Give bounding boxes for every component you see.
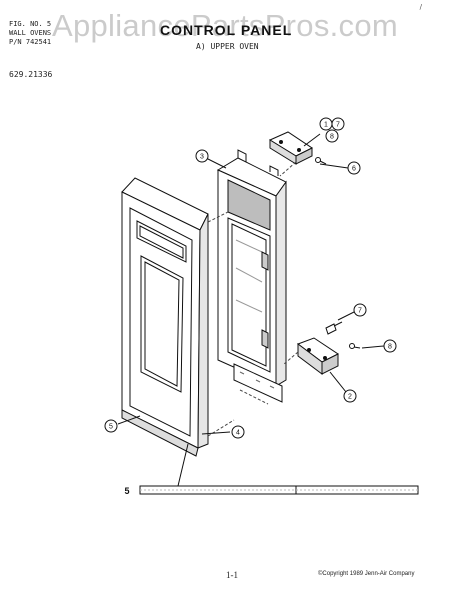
callout-2 (343, 389, 357, 403)
explode-lines (207, 161, 299, 437)
screw-upper (315, 157, 327, 165)
copyright-notice: ©Copyright 1989 Jenn-Air Company (318, 571, 415, 577)
watermark: AppliancePartsPros.com (52, 8, 399, 43)
screw-lower-8 (349, 343, 361, 349)
page-title: CONTROL PANEL (160, 22, 293, 38)
callout-7-upper-text: 7 (336, 122, 340, 129)
part-number: P/N 742541 (9, 38, 52, 46)
model-number: 629.21336 (9, 70, 53, 79)
callout-1-text: 1 (324, 122, 328, 129)
trim-strip (139, 485, 419, 495)
figure-number: FIG. NO. 5 (9, 20, 52, 28)
glass-panel-assembly (216, 149, 287, 403)
callout-7-lower (353, 303, 367, 317)
page-number: 1-1 (226, 570, 238, 580)
callout-7-lower-text: 7 (358, 308, 362, 315)
corner-mark: / (419, 3, 422, 11)
control-panel-front (121, 177, 209, 457)
callout-7-upper (331, 117, 345, 131)
callout-8-lower (383, 339, 397, 353)
callout-3-text: 3 (200, 154, 204, 161)
callout-4 (231, 425, 245, 439)
callout-6 (347, 161, 361, 175)
callout-4-text: 4 (236, 430, 240, 437)
callout-5 (104, 419, 118, 433)
callout-2-text: 2 (348, 394, 352, 401)
screw-lower-7 (325, 321, 343, 335)
figure-header: FIG. NO. 5 WALL OVENS P/N 742541 (9, 20, 51, 47)
callout-3 (195, 149, 209, 163)
product-line: WALL OVENS (9, 29, 52, 37)
lower-bracket (296, 337, 339, 375)
callout-5-text: 5 (109, 424, 113, 431)
callout-8-upper (325, 129, 339, 143)
callout-6-text: 6 (352, 166, 356, 173)
page-subtitle: A) UPPER OVEN (196, 42, 259, 51)
trim-strip-label: 5 (124, 486, 129, 496)
callout-8-upper-text: 8 (330, 134, 334, 141)
top-bracket (268, 131, 313, 165)
callout-8-lower-text: 8 (388, 344, 392, 351)
